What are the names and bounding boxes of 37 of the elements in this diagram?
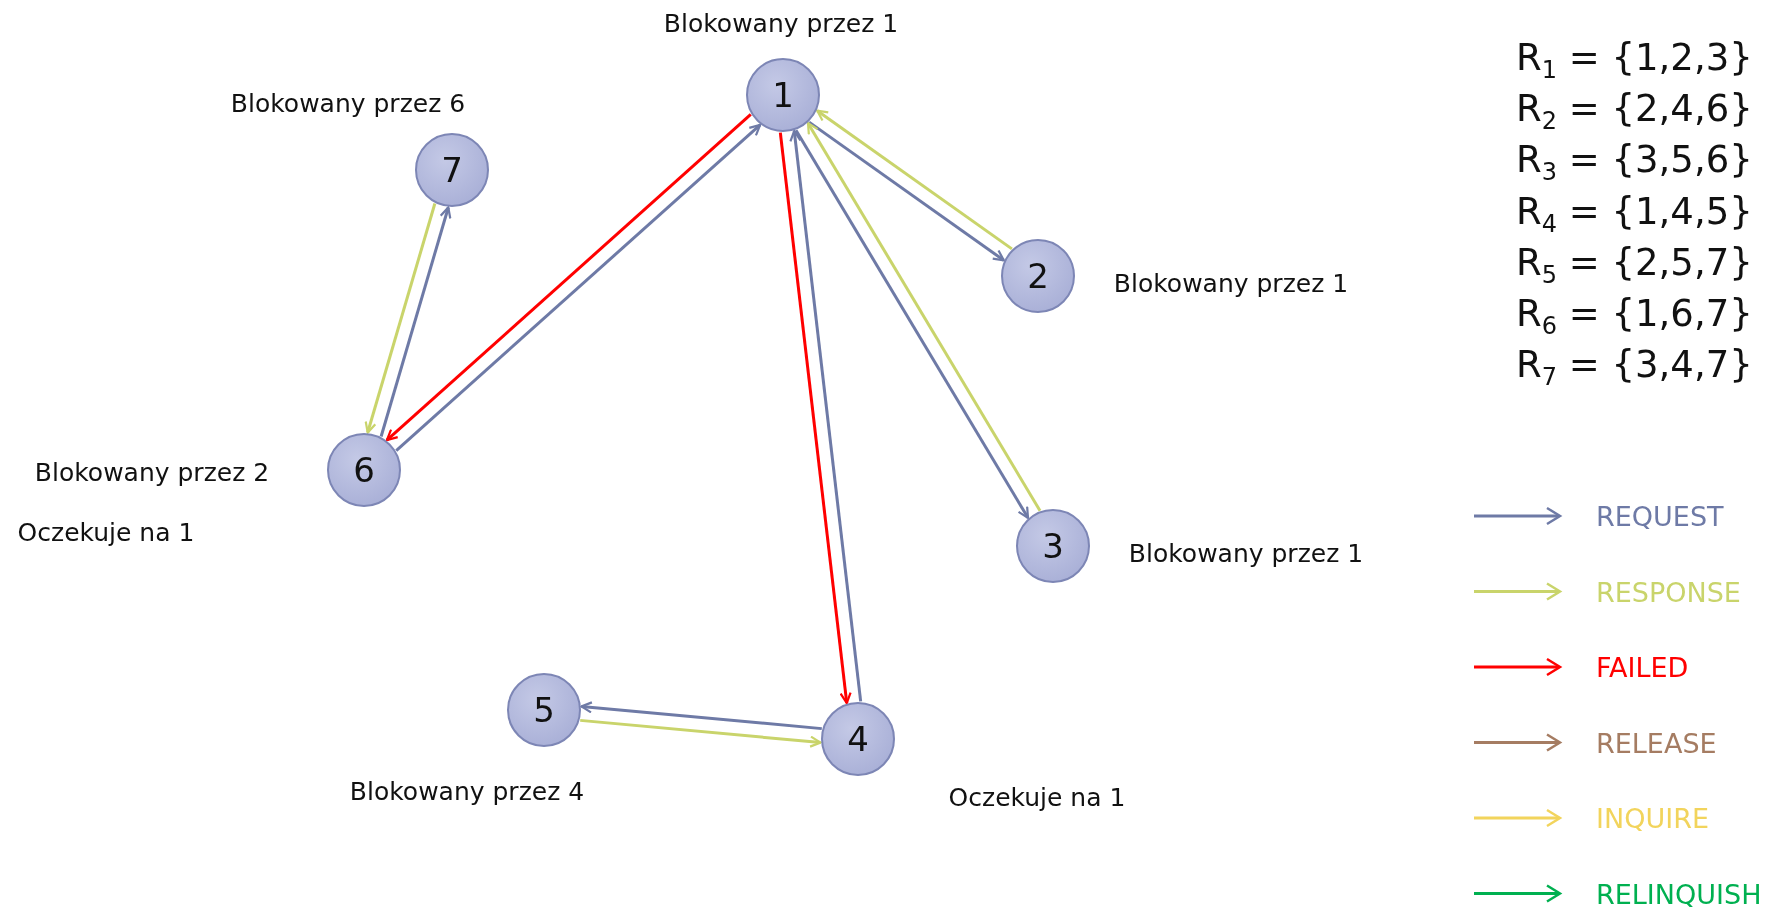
node-status-label: Blokowany przez 2 bbox=[34, 457, 270, 487]
node-number: 4 bbox=[847, 719, 869, 759]
set-definition: R$_{7}$ = {3,4,7} bbox=[1516, 343, 1753, 392]
set-definition: R$_{6}$ = {1,6,7} bbox=[1516, 292, 1753, 341]
node-number: 1 bbox=[772, 75, 794, 115]
node-number: 2 bbox=[1027, 256, 1049, 296]
arrow bbox=[808, 120, 1005, 262]
node-status-label: Oczekuje na 1 bbox=[948, 782, 1126, 812]
set-definition: R$_{4}$ = {1,4,5} bbox=[1516, 189, 1753, 238]
legend-label: REQUEST bbox=[1596, 500, 1724, 532]
node-number: 5 bbox=[533, 690, 555, 730]
set-definition: R$_{3}$ = {3,5,6} bbox=[1516, 138, 1753, 187]
node-status-label: Blokowany przez 4 bbox=[349, 776, 585, 806]
node-status-label: Blokowany przez 6 bbox=[230, 88, 466, 118]
set-definition: R$_{2}$ = {2,4,6} bbox=[1516, 87, 1753, 136]
node-number: 6 bbox=[353, 450, 375, 490]
arrow bbox=[580, 718, 822, 748]
set-definition: R$_{1}$ = {1,2,3} bbox=[1516, 36, 1753, 85]
arrow bbox=[778, 132, 852, 705]
arrow bbox=[816, 109, 1013, 251]
legend-label: FAILED bbox=[1596, 651, 1689, 683]
node-circle bbox=[746, 58, 820, 132]
node-status-label: Oczekuje na 1 bbox=[17, 517, 195, 547]
legend-label: RESPONSE bbox=[1596, 576, 1741, 607]
arrow bbox=[789, 129, 863, 702]
legend-label: RELEASE bbox=[1596, 727, 1717, 758]
legend-label: INQUIRE bbox=[1596, 802, 1709, 834]
node-number: 7 bbox=[441, 150, 463, 190]
arrow bbox=[580, 701, 822, 731]
node-status-label: Blokowany przez 1 bbox=[1113, 268, 1349, 298]
legend-label: RELINQUISH bbox=[1596, 878, 1762, 909]
arrow bbox=[379, 206, 452, 437]
node-status-label: Blokowany przez 1 bbox=[1128, 538, 1364, 568]
node-status-label: Blokowany przez 1 bbox=[663, 8, 899, 38]
arrow bbox=[364, 203, 437, 434]
node-number: 3 bbox=[1042, 526, 1064, 566]
set-definition: R$_{5}$ = {2,5,7} bbox=[1516, 240, 1753, 290]
